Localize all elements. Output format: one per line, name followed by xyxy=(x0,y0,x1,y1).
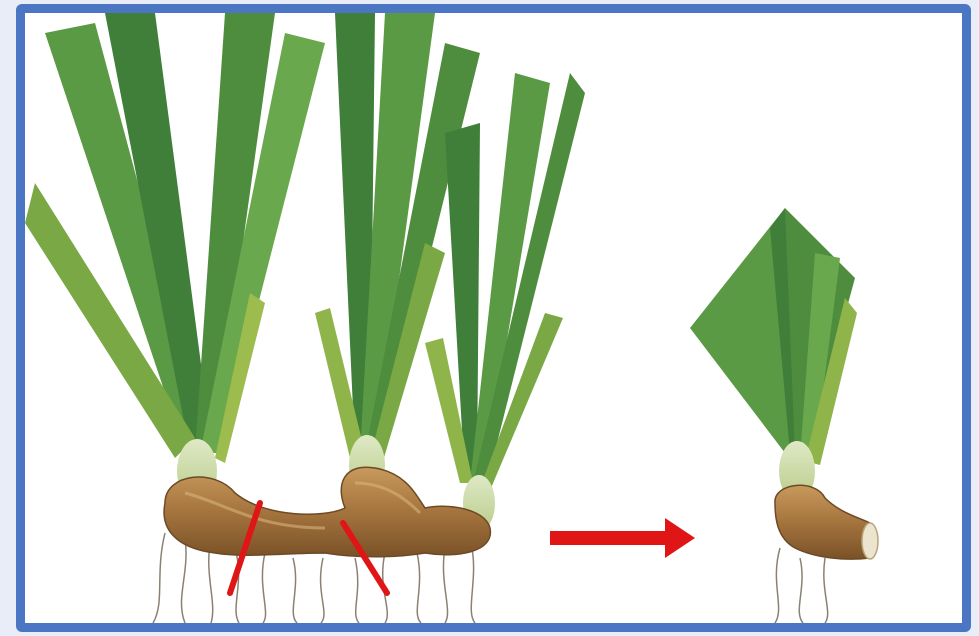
rhizome-division xyxy=(775,485,870,559)
red-arrow-icon xyxy=(550,518,695,558)
division-leaves xyxy=(690,208,857,465)
roots-right xyxy=(775,548,828,623)
diagram-frame xyxy=(16,4,971,632)
shoot-right-leaves xyxy=(425,73,585,488)
plant-clump-before xyxy=(25,13,585,623)
cut-end xyxy=(862,523,878,559)
rhizome-before xyxy=(164,467,490,557)
shoot-left-leaves xyxy=(25,13,325,463)
plant-division-after xyxy=(690,208,878,623)
rhizome-division-illustration xyxy=(25,13,962,623)
